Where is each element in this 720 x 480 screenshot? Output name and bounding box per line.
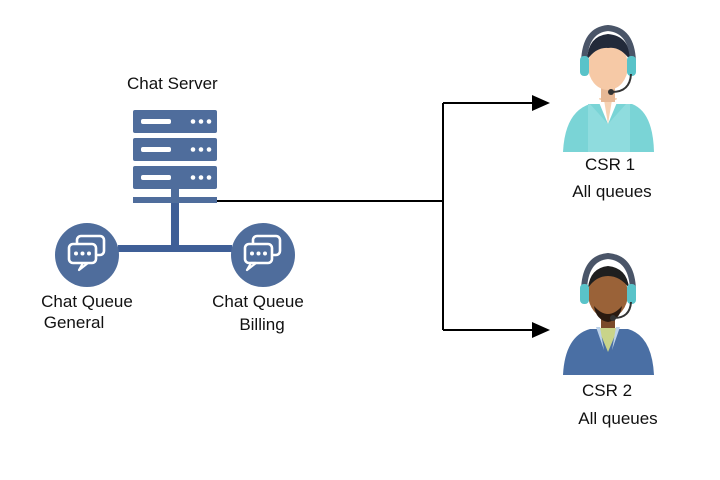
chat-server-icon xyxy=(133,110,217,203)
csr1-queues: All queues xyxy=(572,182,652,201)
arrow-to-csr2 xyxy=(532,322,550,338)
csr1-name: CSR 1 xyxy=(584,155,636,174)
chat-queue-general-icon xyxy=(55,223,119,287)
queue-general-label-line2: General xyxy=(43,313,105,332)
queue-general-label-line1: Chat Queue xyxy=(41,292,133,311)
queue-billing-label-line2: Billing xyxy=(239,315,285,334)
server-queue-connector xyxy=(118,203,232,252)
arrow-to-csr1 xyxy=(532,95,550,111)
routing-lines xyxy=(217,102,535,331)
chat-server-label: Chat Server xyxy=(127,74,218,93)
csr2-name: CSR 2 xyxy=(581,381,633,400)
csr2-queues: All queues xyxy=(578,409,658,428)
csr2-avatar xyxy=(563,252,654,375)
queue-billing-label-line1: Chat Queue xyxy=(212,292,304,311)
chat-queue-billing-icon xyxy=(231,223,295,287)
csr1-avatar xyxy=(563,24,654,152)
